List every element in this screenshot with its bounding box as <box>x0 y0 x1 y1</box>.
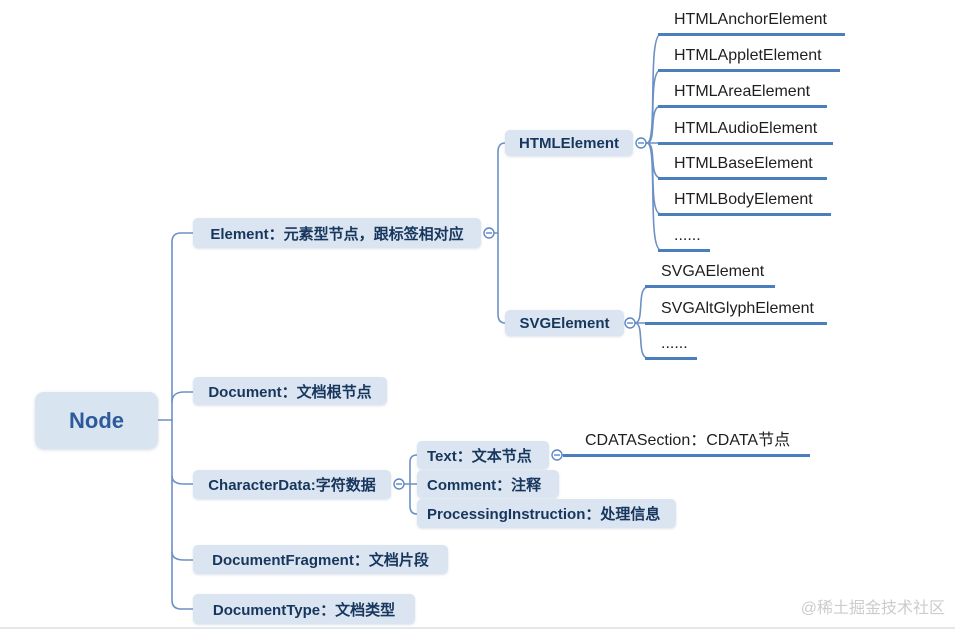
node-root[interactable]: Node <box>35 392 158 449</box>
collapse-toggle-htmlelement[interactable] <box>635 137 647 149</box>
connector-element <box>171 232 194 421</box>
collapse-toggle-element[interactable] <box>483 227 495 239</box>
leaf-htmlbaseelement: HTMLBaseElement <box>658 153 827 180</box>
node-processinginstruction[interactable]: ProcessingInstruction：处理信息 <box>417 499 676 528</box>
node-document[interactable]: Document：文档根节点 <box>193 377 387 405</box>
connector-element-children <box>497 142 506 324</box>
node-text[interactable]: Text：文本节点 <box>417 441 549 469</box>
leaf-htmlbodyelement: HTMLBodyElement <box>658 189 831 216</box>
connector-characterdata-children <box>409 454 418 515</box>
leaf-svgaltglyphelement: SVGAltGlyphElement <box>645 298 827 325</box>
leaf-html-ellipsis: ...... <box>658 225 710 252</box>
node-htmlelement[interactable]: HTMLElement <box>505 130 633 156</box>
node-documentfragment[interactable]: DocumentFragment：文档片段 <box>193 545 448 574</box>
collapse-toggle-text[interactable] <box>551 449 563 461</box>
bottom-divider <box>0 627 955 629</box>
watermark: @稀土掘金技术社区 <box>800 600 945 617</box>
connector-documenttype <box>171 419 194 610</box>
connector-document <box>171 391 194 403</box>
collapse-toggle-svgelement[interactable] <box>624 317 636 329</box>
leaf-svgaelement: SVGAElement <box>645 261 775 288</box>
leaf-htmlaudioelement: HTMLAudioElement <box>658 118 833 145</box>
node-characterdata[interactable]: CharacterData:字符数据 <box>193 470 391 499</box>
node-element[interactable]: Element：元素型节点，跟标签相对应 <box>193 218 481 248</box>
leaf-cdatasection: CDATASection：CDATA节点 <box>563 430 810 457</box>
leaf-htmlanchorelement: HTMLAnchorElement <box>658 9 845 36</box>
node-svgelement[interactable]: SVGElement <box>505 310 624 336</box>
node-documenttype[interactable]: DocumentType：文档类型 <box>193 594 415 624</box>
connector-characterdata <box>171 475 194 485</box>
leaf-htmlappletelement: HTMLAppletElement <box>658 45 840 72</box>
node-comment[interactable]: Comment：注释 <box>417 470 559 498</box>
leaf-htmlareaelement: HTMLAreaElement <box>658 81 827 108</box>
leaf-svg-ellipsis: ...... <box>645 333 697 360</box>
collapse-toggle-characterdata[interactable] <box>393 478 405 490</box>
connector-documentfragment <box>171 551 194 561</box>
